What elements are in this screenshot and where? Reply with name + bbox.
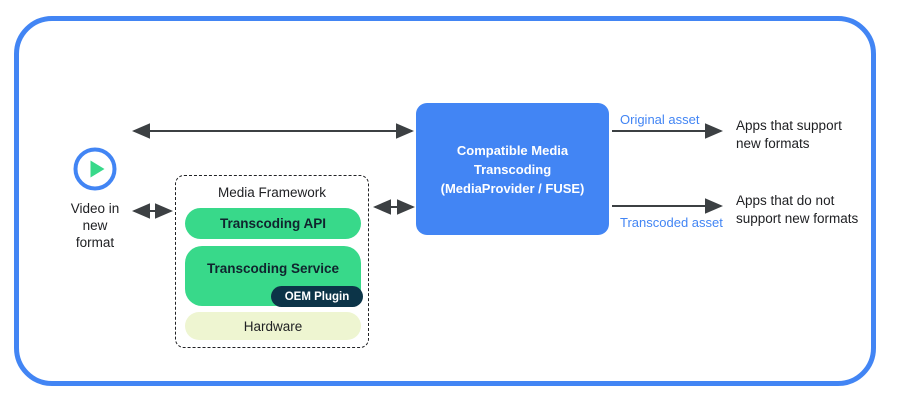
media-framework-group: Media Framework Transcoding API Transcod… [175, 175, 369, 348]
video-source-caption: Video in new format [70, 201, 120, 250]
hardware-box[interactable]: Hardware [185, 312, 361, 340]
play-circle-icon [72, 146, 118, 192]
compatible-media-transcoding-box[interactable]: Compatible Media Transcoding (MediaProvi… [416, 103, 609, 235]
video-source-group: Video in new format [52, 146, 138, 251]
transcoded-asset-label: Transcoded asset [620, 215, 723, 230]
apps-that-do-not-support-new-formats-label: Apps that do not support new formats [736, 193, 859, 226]
oem-plugin-badge[interactable]: OEM Plugin [271, 286, 363, 307]
media-framework-title: Media Framework [217, 185, 327, 200]
transcoding-api-box[interactable]: Transcoding API [185, 208, 361, 239]
apps-that-support-new-formats-label: Apps that support new formats [736, 118, 842, 151]
outer-frame-border [14, 16, 876, 386]
transcoding-service-box[interactable]: Transcoding Service [185, 246, 361, 306]
original-asset-label: Original asset [620, 112, 700, 127]
